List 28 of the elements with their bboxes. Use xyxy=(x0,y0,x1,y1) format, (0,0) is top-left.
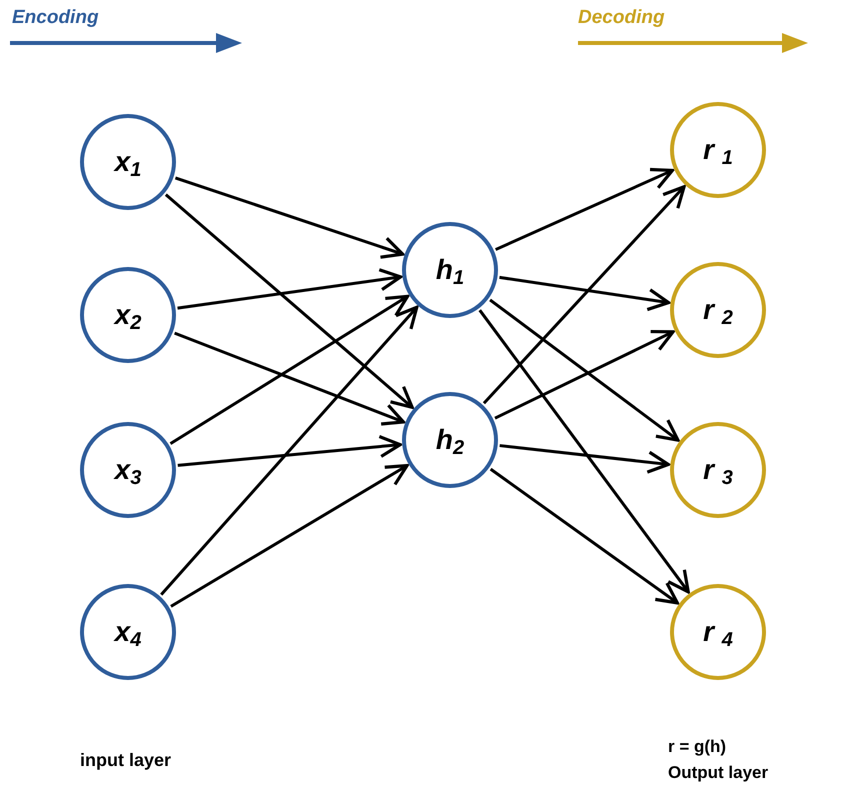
encoding-label: Encoding xyxy=(12,6,99,30)
neuron-label: r $_{2}$ xyxy=(703,296,733,324)
neuron-label: r $_{1}$ xyxy=(703,136,733,164)
arrow xyxy=(490,468,679,604)
arrow xyxy=(489,298,680,442)
neuron-label: h$_{2}$ xyxy=(436,426,464,454)
arrow xyxy=(482,185,686,404)
arrow xyxy=(160,306,418,596)
neuron-label: x$_{4}$ xyxy=(114,618,142,646)
arrow xyxy=(499,276,670,312)
arrow xyxy=(164,194,414,409)
layer-label: input layer xyxy=(80,749,172,772)
decoding-label: Decoding xyxy=(578,6,665,30)
neuron-label: r $_{4}$ xyxy=(703,618,733,646)
arrow xyxy=(170,464,409,608)
neuron-label: x$_{2}$ xyxy=(114,301,142,329)
neuron-label: h$_{1}$ xyxy=(436,256,464,284)
neuron-label: r $_{3}$ xyxy=(703,456,733,484)
arrow xyxy=(174,176,404,259)
arrow xyxy=(500,444,670,474)
arrow xyxy=(177,268,402,310)
neuron-label: x$_{1}$ xyxy=(114,148,142,176)
formula-label: r = g(h) xyxy=(668,736,726,758)
arrow xyxy=(178,434,402,467)
layer-label: Output layer xyxy=(668,762,768,784)
arrow xyxy=(478,309,690,594)
arrow xyxy=(170,294,410,445)
neuron-label: x$_{3}$ xyxy=(114,456,142,484)
